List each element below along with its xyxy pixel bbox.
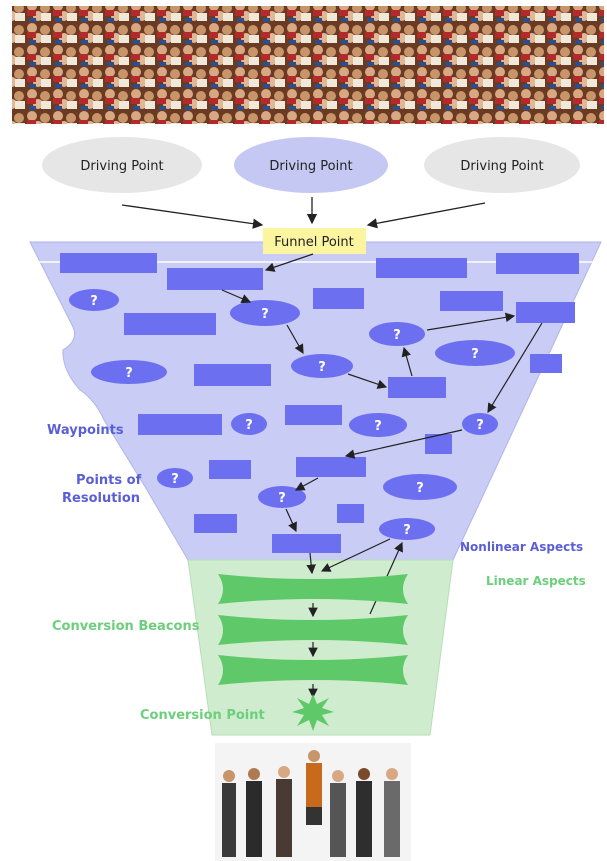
path-arrow bbox=[426, 312, 516, 331]
arrow-driving-3 bbox=[366, 202, 486, 229]
path-arrow bbox=[221, 289, 252, 304]
question-mark: ? bbox=[125, 366, 133, 381]
driving-point-3-label: Driving Point bbox=[460, 159, 543, 174]
waypoint-rect bbox=[167, 268, 263, 290]
waypoint-rect bbox=[516, 302, 575, 323]
driving-point-1-label: Driving Point bbox=[80, 159, 163, 174]
resolution-ellipse bbox=[462, 413, 498, 435]
linear-aspects-label: Linear Aspects bbox=[486, 574, 586, 588]
conversion-beacon bbox=[218, 615, 408, 645]
crowd-photo bbox=[12, 6, 604, 124]
path-arrow bbox=[320, 538, 391, 572]
resolution-ellipse bbox=[230, 300, 300, 326]
conversion-beacons bbox=[218, 574, 408, 685]
resolution-ellipse bbox=[383, 474, 457, 500]
question-mark: ? bbox=[90, 294, 98, 309]
resolution-ellipse bbox=[349, 413, 407, 437]
question-mark: ? bbox=[261, 307, 269, 322]
path-arrows bbox=[221, 253, 543, 699]
waypoint-rect bbox=[272, 534, 341, 553]
waypoint-rect bbox=[124, 313, 216, 335]
resolution-ellipse bbox=[91, 360, 167, 384]
driving-point-1 bbox=[42, 137, 202, 193]
nonlinear-aspects-label: Nonlinear Aspects bbox=[460, 540, 583, 554]
question-mark: ? bbox=[471, 347, 479, 362]
resolution-ellipse bbox=[379, 518, 435, 540]
waypoint-rect bbox=[376, 258, 467, 278]
resolution-ellipse bbox=[291, 354, 353, 378]
driving-point-2-label: Driving Point bbox=[269, 159, 352, 174]
question-mark: ? bbox=[245, 418, 253, 433]
arrow-driving-1 bbox=[121, 204, 264, 229]
driving-point-2 bbox=[234, 137, 388, 193]
waypoint-rect bbox=[138, 414, 222, 435]
waypoint-rect bbox=[440, 291, 503, 311]
question-mark: ? bbox=[476, 418, 484, 433]
path-arrow bbox=[294, 477, 319, 491]
question-marks: ? ? ? ? ? ? ? ? ? ? ? ? ? bbox=[90, 294, 484, 538]
waypoint-rect bbox=[530, 354, 562, 373]
conversion-point-label: Conversion Point bbox=[140, 708, 265, 723]
waypoint-rect bbox=[496, 253, 579, 274]
question-mark: ? bbox=[403, 523, 411, 538]
business-people-photo bbox=[215, 743, 411, 861]
resolution-ellipse bbox=[258, 486, 306, 508]
path-arrow bbox=[264, 253, 314, 272]
waypoint-rect bbox=[296, 457, 366, 477]
path-arrow bbox=[401, 346, 413, 377]
waypoint-rect bbox=[194, 364, 271, 386]
funnel-point-label: Funnel Point bbox=[274, 235, 354, 250]
conversion-beacons-label: Conversion Beacons bbox=[52, 619, 200, 634]
funnel-point-box bbox=[263, 228, 366, 254]
path-arrow bbox=[286, 324, 304, 355]
conversion-point-star bbox=[292, 694, 334, 731]
funnel-linear-area bbox=[187, 559, 454, 736]
points-of-resolution-label-2: Resolution bbox=[62, 491, 140, 506]
question-mark: ? bbox=[171, 472, 179, 487]
question-mark: ? bbox=[374, 419, 382, 434]
resolution-ellipse bbox=[435, 340, 515, 366]
question-mark: ? bbox=[416, 481, 424, 496]
question-mark: ? bbox=[393, 328, 401, 343]
path-arrow bbox=[285, 508, 297, 533]
waypoint-rect bbox=[425, 434, 452, 454]
path-arrow bbox=[347, 373, 388, 389]
waypoint-rect bbox=[285, 405, 342, 425]
conversion-beacon bbox=[218, 655, 408, 685]
resolution-ellipse bbox=[69, 289, 119, 311]
waypoint-rect bbox=[60, 253, 157, 273]
points-of-resolution-label-1: Points of bbox=[76, 473, 142, 488]
question-mark: ? bbox=[318, 360, 326, 375]
waypoint-rect bbox=[337, 504, 364, 523]
resolution-ellipses bbox=[69, 289, 515, 540]
waypoint-rect bbox=[313, 288, 364, 309]
waypoint-rect bbox=[388, 377, 446, 398]
resolution-ellipse bbox=[231, 413, 267, 435]
resolution-ellipse bbox=[157, 468, 193, 488]
driving-point-3 bbox=[424, 137, 580, 193]
waypoint-rect bbox=[194, 514, 237, 533]
path-arrow bbox=[306, 552, 316, 575]
waypoints-label: Waypoints bbox=[47, 423, 124, 438]
conversion-beacon bbox=[218, 574, 408, 604]
question-mark: ? bbox=[278, 491, 286, 506]
path-arrow bbox=[487, 322, 543, 414]
waypoint-rect bbox=[209, 460, 251, 479]
waypoint-rects bbox=[60, 253, 579, 553]
path-arrow bbox=[344, 429, 463, 459]
resolution-ellipse bbox=[369, 322, 425, 346]
